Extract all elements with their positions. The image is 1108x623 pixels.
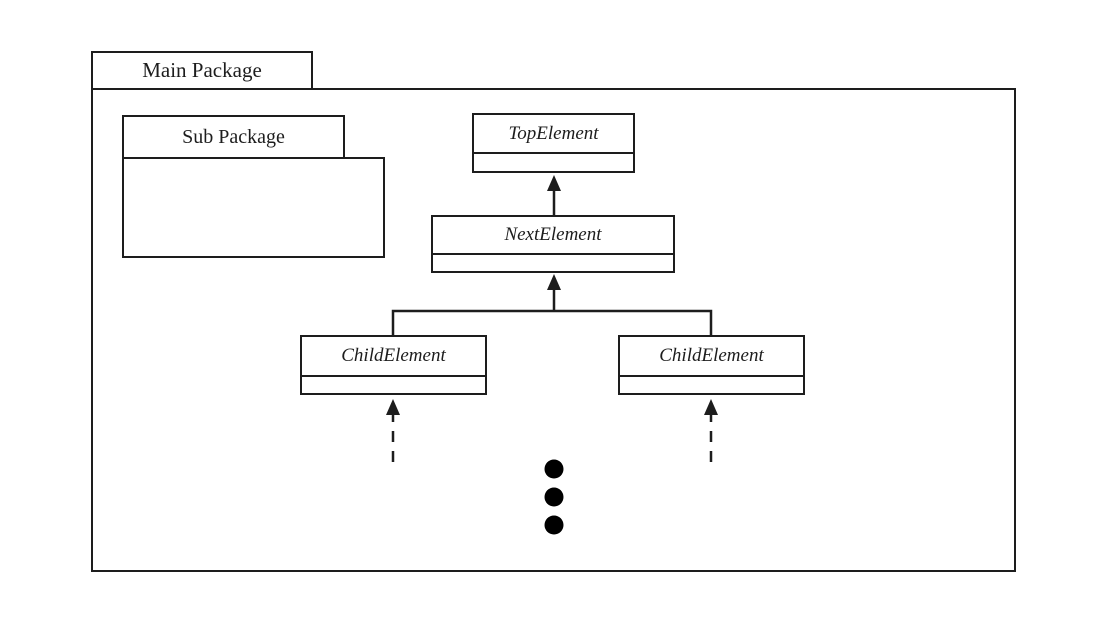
class-name-top-element: TopElement [508, 122, 599, 144]
class-name-child-element-left: ChildElement [341, 345, 446, 366]
sub-package-label: Sub Package [182, 125, 285, 148]
class-name-child-element-right: ChildElement [659, 345, 764, 366]
class-empty-compartment [474, 154, 633, 171]
class-empty-compartment [302, 377, 485, 393]
class-title-compartment: ChildElement [620, 337, 803, 377]
class-box-top-element: TopElement [472, 113, 635, 173]
main-package-tab: Main Package [91, 51, 313, 90]
class-title-compartment: TopElement [474, 115, 633, 154]
main-package-label: Main Package [142, 58, 262, 82]
class-box-child-element-right: ChildElement [618, 335, 805, 395]
class-empty-compartment [433, 255, 673, 271]
class-name-next-element: NextElement [504, 224, 602, 245]
class-empty-compartment [620, 377, 803, 393]
sub-package-body [122, 157, 385, 258]
class-box-next-element: NextElement [431, 215, 675, 273]
class-title-compartment: NextElement [433, 217, 673, 255]
class-box-child-element-left: ChildElement [300, 335, 487, 395]
sub-package-tab: Sub Package [122, 115, 345, 159]
class-title-compartment: ChildElement [302, 337, 485, 377]
